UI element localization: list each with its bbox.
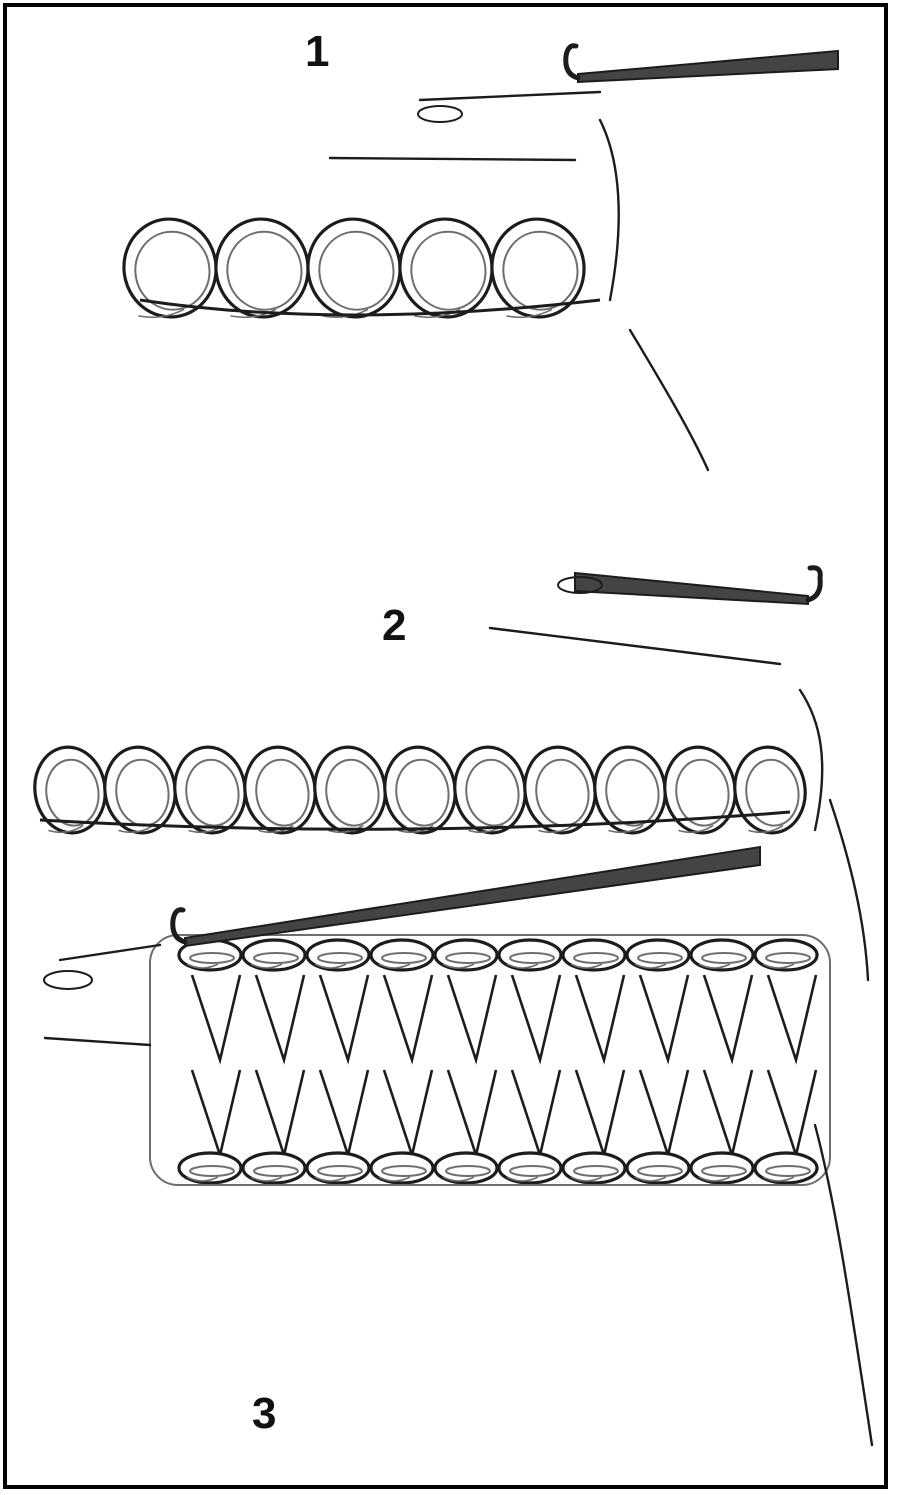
- working-loop: [600, 120, 619, 300]
- hook-shaft: [575, 573, 808, 604]
- stitch-post: [576, 975, 624, 1060]
- chain-stitch: [449, 743, 530, 838]
- chain-stitch: [169, 743, 250, 838]
- top-loop: [691, 940, 753, 970]
- yarn-end: [418, 106, 462, 122]
- step-2-label: 2: [382, 604, 406, 648]
- yarn-end: [44, 971, 92, 989]
- top-loop: [499, 940, 561, 970]
- yarn-over-lines: [490, 628, 780, 664]
- foundation-loop: [179, 1153, 241, 1183]
- chain-stitch: [118, 213, 223, 323]
- chain-stitch: [659, 743, 740, 838]
- stitch-post: [704, 975, 752, 1060]
- chain-stitch: [729, 743, 810, 838]
- hook-shaft: [185, 847, 760, 946]
- stitch-post: [320, 1070, 368, 1155]
- stitch-post: [256, 975, 304, 1060]
- fabric-outline: [150, 935, 830, 1185]
- stitch-post: [512, 1070, 560, 1155]
- yarn-tail: [830, 800, 868, 980]
- chain-stitch: [309, 743, 390, 838]
- foundation-loop: [691, 1153, 753, 1183]
- top-loop: [307, 940, 369, 970]
- yarn-over-lines: [45, 945, 160, 1045]
- hook-head: [173, 910, 185, 942]
- hook-head: [808, 568, 820, 600]
- stitch-post: [768, 975, 816, 1060]
- top-loop: [563, 940, 625, 970]
- chain-stitch: [379, 743, 460, 838]
- yarn-over-lines: [330, 92, 600, 160]
- hook-shaft: [578, 51, 838, 82]
- foundation-loop: [243, 1153, 305, 1183]
- step-2-crochet-hook: [490, 568, 820, 664]
- top-loop: [435, 940, 497, 970]
- stitch-post: [192, 1070, 240, 1155]
- stitch-post: [576, 1070, 624, 1155]
- stitch-post: [512, 975, 560, 1060]
- stitch-post: [384, 975, 432, 1060]
- step-3-stitch-rows-drawing: [150, 935, 872, 1445]
- step-1-crochet-hook: [330, 46, 838, 160]
- chain-stitch: [394, 213, 499, 323]
- step-1-label: 1: [305, 30, 329, 74]
- foundation-loop: [627, 1153, 689, 1183]
- chain-stitch: [210, 213, 315, 323]
- top-loop: [627, 940, 689, 970]
- foundation-loop: [435, 1153, 497, 1183]
- foundation-loop: [499, 1153, 561, 1183]
- stitch-post: [448, 1070, 496, 1155]
- foundation-loop: [563, 1153, 625, 1183]
- yarn-tail: [630, 330, 708, 470]
- stitch-post: [384, 1070, 432, 1155]
- hook-head: [566, 46, 578, 78]
- chain-stitch: [239, 743, 320, 838]
- stitch-post: [640, 975, 688, 1060]
- foundation-loop: [371, 1153, 433, 1183]
- step-3-label: 3: [252, 1392, 276, 1436]
- step-1-foundation-chain-drawing: [118, 120, 708, 470]
- top-loop: [755, 940, 817, 970]
- top-loop: [371, 940, 433, 970]
- stitch-post: [256, 1070, 304, 1155]
- foundation-loop: [755, 1153, 817, 1183]
- foundation-loop: [307, 1153, 369, 1183]
- stitch-post: [192, 975, 240, 1060]
- chain-stitch: [302, 213, 407, 323]
- stitch-post: [448, 975, 496, 1060]
- top-loop: [243, 940, 305, 970]
- yarn-tail: [815, 1125, 872, 1445]
- step-2-chain-drawing: [29, 690, 868, 980]
- stitch-post: [320, 975, 368, 1060]
- stitch-post: [704, 1070, 752, 1155]
- stitch-post: [768, 1070, 816, 1155]
- stitch-post: [640, 1070, 688, 1155]
